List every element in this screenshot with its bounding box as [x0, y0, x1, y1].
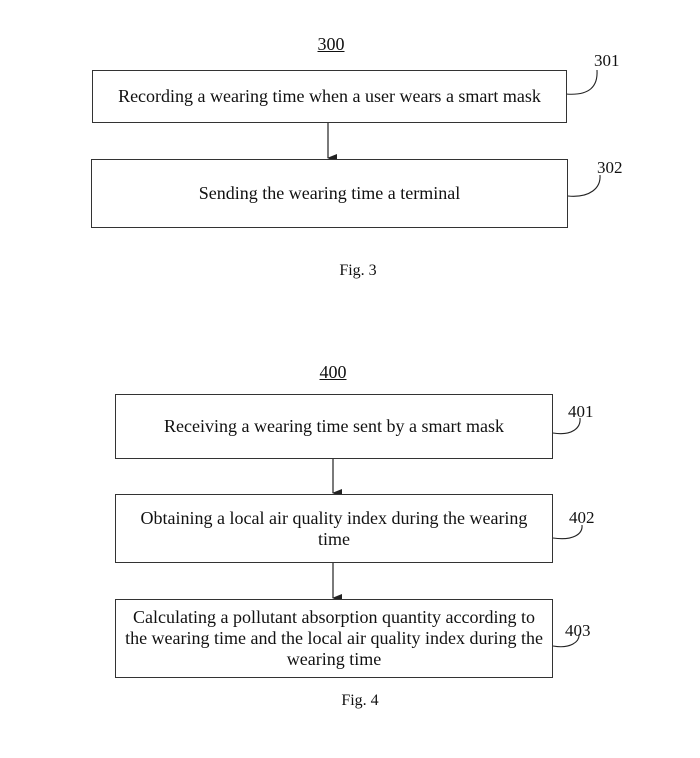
step-401-ref: 401 [568, 402, 594, 421]
step-402-text: Obtaining a local air quality index duri… [140, 507, 528, 549]
step-301-text: Recording a wearing time when a user wea… [118, 86, 541, 106]
step-403-ref: 403 [565, 621, 591, 640]
step-302-text: Sending the wearing time a terminal [198, 183, 461, 203]
step-402-box: Obtaining a local air quality index duri… [115, 494, 553, 563]
step-402-ref: 402 [569, 508, 595, 527]
step-302-box: Sending the wearing time a terminal [91, 159, 568, 228]
step-301-ref: 301 [594, 51, 620, 70]
fig4-number: 400 [319, 362, 347, 382]
leader-403 [552, 633, 580, 648]
fig3-caption: Fig. 3 [339, 262, 377, 279]
leader-401 [552, 417, 581, 435]
leader-302 [567, 174, 601, 197]
step-302-ref: 302 [597, 158, 623, 177]
step-403-text: Calculating a pollutant absorption quant… [125, 607, 543, 669]
fig3-number: 300 [317, 34, 345, 54]
step-403-box: Calculating a pollutant absorption quant… [115, 599, 553, 678]
fig4-caption: Fig. 4 [341, 692, 379, 709]
leader-301 [565, 69, 598, 95]
step-301-box: Recording a wearing time when a user wea… [92, 70, 567, 123]
step-401-text: Receiving a wearing time sent by a smart… [164, 416, 504, 436]
leader-402 [552, 524, 583, 540]
step-401-box: Receiving a wearing time sent by a smart… [115, 394, 553, 459]
